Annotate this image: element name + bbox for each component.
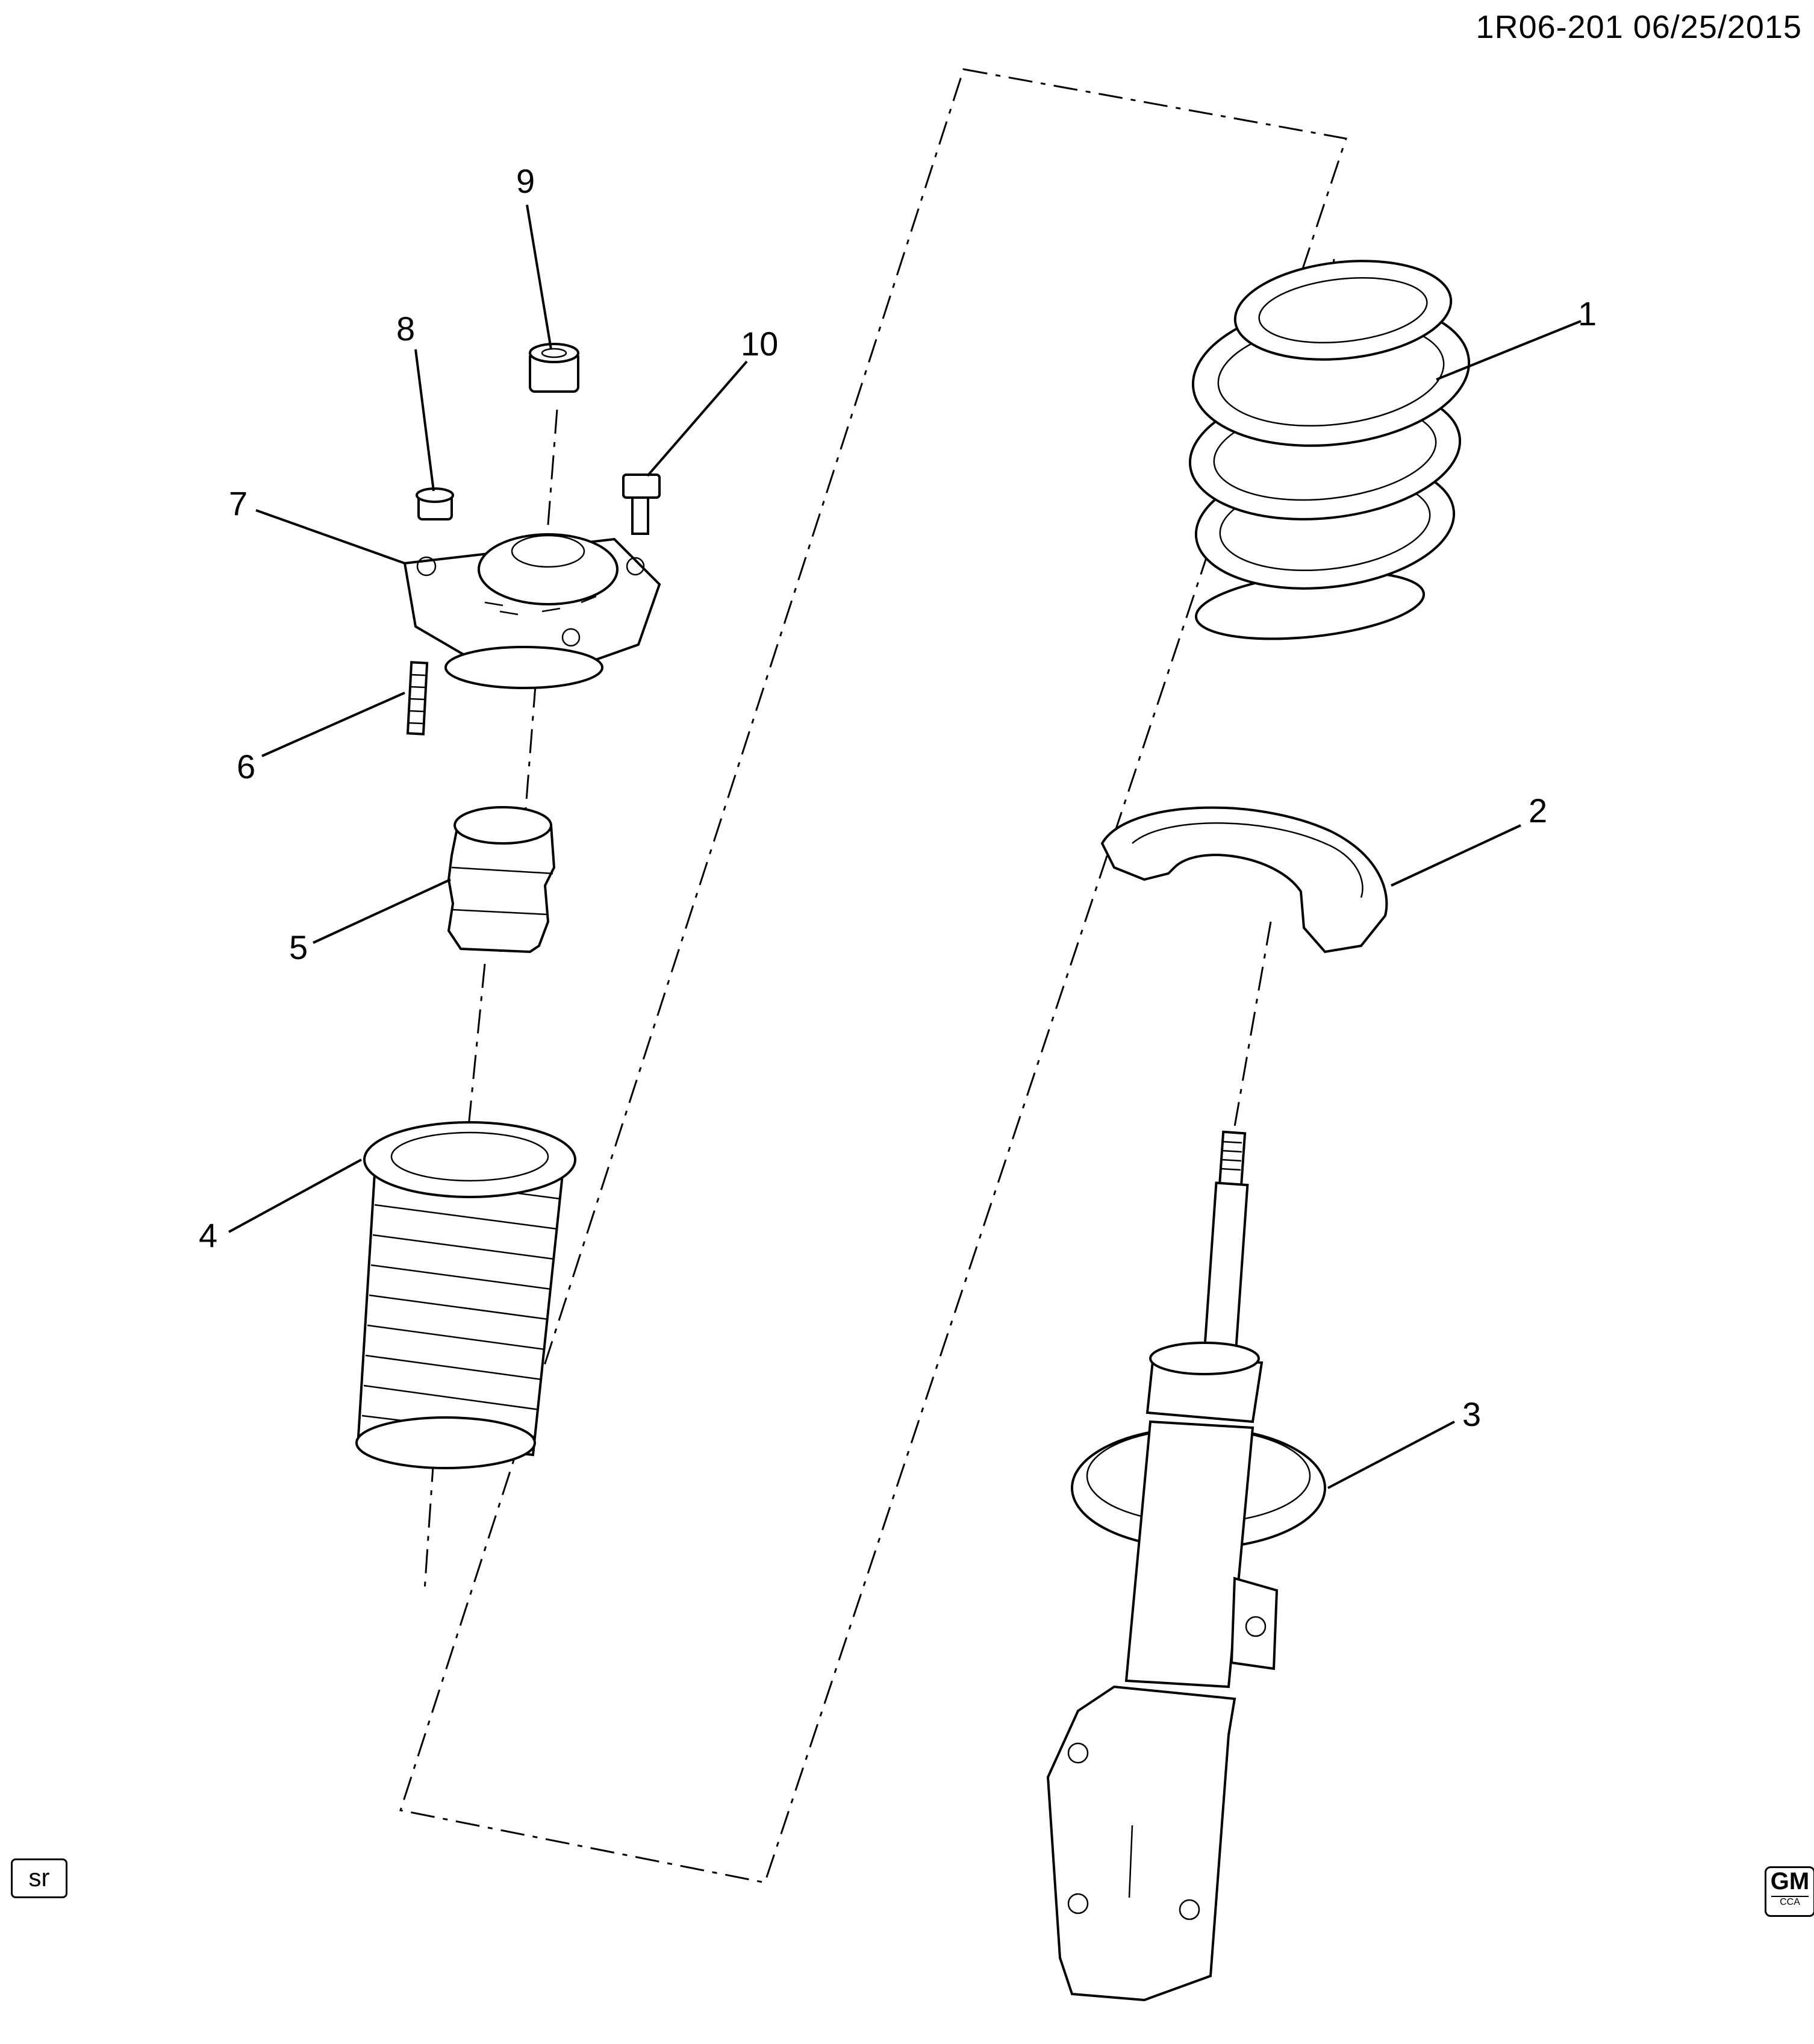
diagram-id-date: 1R06-201 06/25/2015 bbox=[1476, 9, 1802, 45]
callout-2: 2 bbox=[1529, 792, 1547, 830]
callout-9: 9 bbox=[516, 162, 535, 200]
gm-logo-text: GM bbox=[1770, 1868, 1810, 1895]
strut-assembly bbox=[1046, 1130, 1326, 2002]
mount-nut bbox=[416, 487, 454, 520]
mount-bolt bbox=[622, 473, 661, 535]
callout-1: 1 bbox=[1578, 295, 1597, 333]
callout-10: 10 bbox=[741, 325, 778, 363]
jounce-bumper bbox=[447, 806, 556, 954]
callout-6: 6 bbox=[237, 748, 255, 786]
coil-spring bbox=[1188, 260, 1471, 640]
gm-logo-subtext: CCA bbox=[1771, 1896, 1809, 1908]
callout-3: 3 bbox=[1462, 1395, 1481, 1433]
callout-labels: 1 2 3 4 5 6 7 8 9 10 bbox=[199, 162, 1597, 1433]
strut-mount bbox=[403, 533, 661, 689]
sr-badge: sr bbox=[11, 1858, 67, 1898]
callout-5: 5 bbox=[289, 928, 308, 966]
callout-8: 8 bbox=[396, 310, 415, 348]
callout-4: 4 bbox=[199, 1216, 217, 1254]
strut-nut bbox=[529, 343, 579, 393]
leader-lines bbox=[228, 204, 1582, 1489]
gm-logo: GM CCA bbox=[1765, 1866, 1814, 1917]
dust-boot bbox=[355, 1121, 576, 1469]
spring-insulator bbox=[1100, 806, 1388, 954]
callout-7: 7 bbox=[229, 484, 248, 522]
stud bbox=[406, 661, 429, 736]
assembly-boundary bbox=[399, 68, 1347, 1884]
